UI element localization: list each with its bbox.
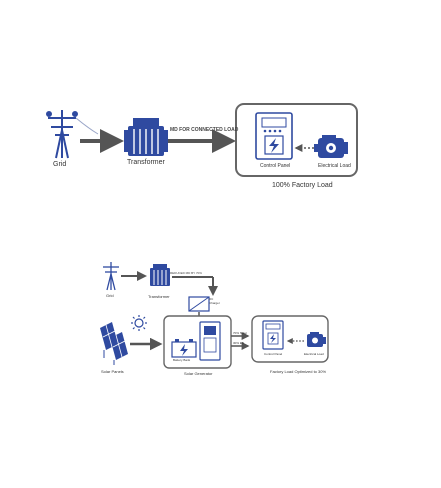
d2-grid-label: Grid: [106, 293, 114, 298]
d1-load-label: Electrical Load: [318, 163, 351, 169]
d1-grid-label: Grid: [53, 161, 67, 168]
d1-line-label: MD FOR CONNECTED LOAD: [170, 127, 239, 133]
d1-caption: 100% Factory Load: [272, 182, 333, 189]
d2-dc-charger-icon: [188, 296, 210, 312]
d2-control-panel-label: Control Panel: [264, 352, 283, 356]
d1-transformer-icon: [124, 118, 168, 156]
d1-control-panel-label: Control Panel: [260, 163, 291, 169]
d2-inverter-icon: [199, 321, 221, 361]
d2-transformer-icon: [150, 264, 170, 286]
d2-tag-solar: 70% Solar: [233, 331, 247, 335]
d2-motor-icon: [307, 332, 326, 347]
d1-grid-tower-icon: [46, 110, 99, 159]
d2-load-label: Electrical Load: [304, 352, 324, 356]
d1-motor-icon: [314, 135, 348, 158]
d1-transformer-label: Transformer: [127, 159, 165, 166]
d2-battery-icon: [171, 339, 197, 358]
d2-control-panel-icon: [262, 320, 284, 350]
d2-solar-panels-label: Solar Panels: [101, 369, 124, 374]
d2-solar-panels-icon: [100, 322, 128, 365]
d2-tag-grid: 30% EB: [233, 341, 244, 345]
d2-sun-icon: [131, 315, 147, 331]
d1-control-panel-icon: [255, 112, 293, 160]
d2-line-label: REDUCED MD BY 70%: [170, 271, 202, 275]
d2-grid-tower-icon: [103, 262, 119, 291]
d2-battery-label: Battery Bank: [173, 358, 191, 362]
d2-dc-charger-label: DC Charger: [209, 297, 220, 305]
d2-caption: Factory Load Optimized to 30%: [270, 369, 327, 374]
d2-solar-generator-label: Solar Generator: [184, 371, 213, 376]
d2-transformer-label: Transformer: [148, 294, 170, 299]
